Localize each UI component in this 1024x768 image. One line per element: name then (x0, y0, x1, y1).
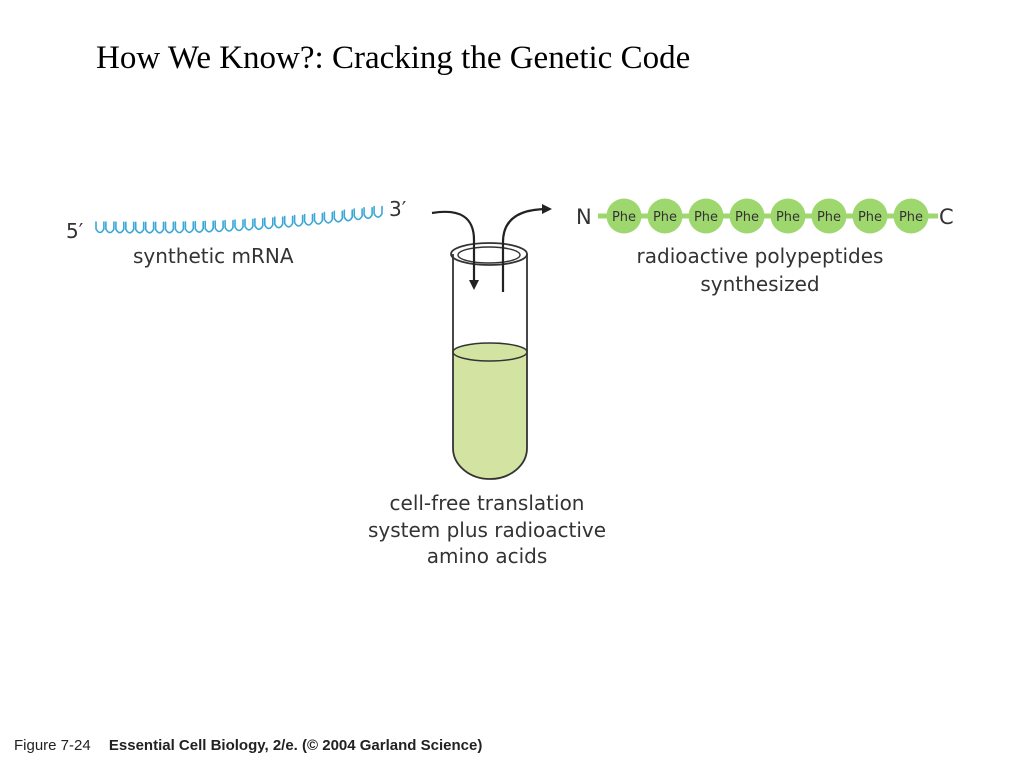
phe-residue-label: Phe (899, 210, 923, 225)
polypeptide-label-line-1: radioactive polypeptides (637, 244, 884, 268)
c-terminus-label: C (939, 205, 954, 229)
n-terminus-label: N (576, 205, 592, 229)
phe-residue-label: Phe (735, 210, 759, 225)
test-tube (450, 242, 528, 480)
phe-bead (770, 198, 806, 234)
phe-residue-label: Phe (653, 210, 677, 225)
figure-source: Essential Cell Biology, 2/e. (© 2004 Gar… (108, 737, 483, 754)
phe-bead (729, 198, 765, 234)
mrna-5-prime-label: 5′ (66, 219, 84, 243)
input-arrow (431, 210, 479, 290)
phe-bead (852, 198, 888, 234)
tube-liquid-surface (452, 342, 528, 362)
phe-residue-label: Phe (694, 210, 718, 225)
tube-label-line-3: amino acids (427, 544, 548, 568)
figure-number: Figure 7-24 (14, 737, 91, 754)
phe-residue-label: Phe (858, 210, 882, 225)
mrna-label: synthetic mRNA (133, 244, 294, 268)
phe-bead (688, 198, 724, 234)
figure-caption: Figure 7-24 Essential Cell Biology, 2/e.… (14, 737, 482, 754)
polypeptide-label-line-2: synthesized (700, 272, 819, 296)
phe-residue-label: Phe (817, 210, 841, 225)
polypeptide-chain: Phe Phe Phe Phe Phe Phe Phe Phe (606, 198, 929, 234)
tube-label-line-2: system plus radioactive (368, 518, 606, 542)
mrna-strand (95, 205, 383, 234)
phe-bead (811, 198, 847, 234)
phe-bead (606, 198, 642, 234)
mrna-3-prime-label: 3′ (389, 197, 407, 221)
phe-residue-label: Phe (776, 210, 800, 225)
phe-bead (647, 198, 683, 234)
phe-residue-label: Phe (612, 210, 636, 225)
tube-label-line-1: cell-free translation (390, 491, 585, 515)
output-arrow (501, 204, 552, 292)
phe-bead (893, 198, 929, 234)
page-title: How We Know?: Cracking the Genetic Code (96, 40, 691, 76)
tube-liquid (453, 352, 527, 479)
